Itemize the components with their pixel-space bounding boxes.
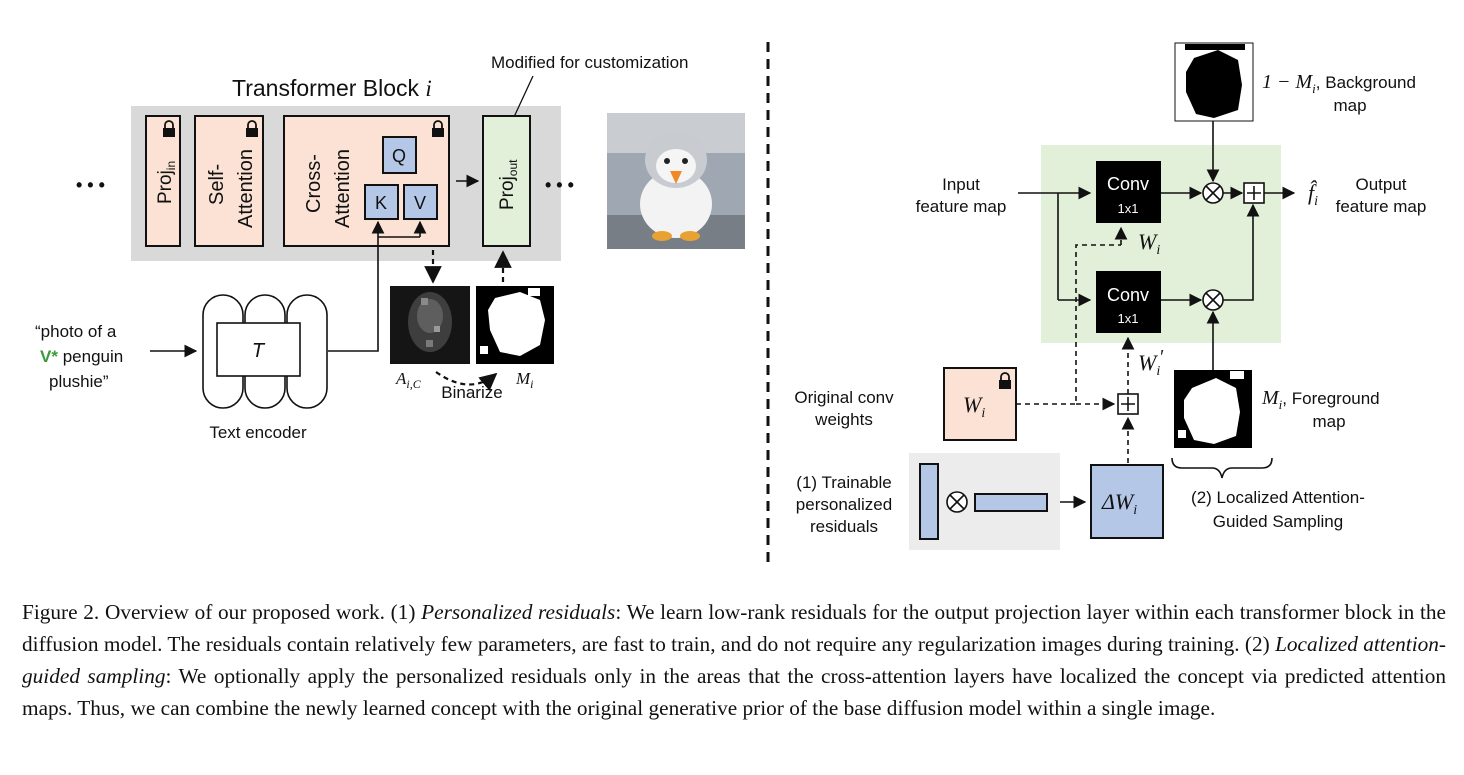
trainable-label-line1: (1) Trainable — [796, 473, 891, 492]
lags-label-line2: Guided Sampling — [1213, 512, 1343, 531]
cross-attention-label-line1: Cross- — [303, 154, 325, 213]
conv-bottom — [1096, 271, 1161, 333]
lock-icon — [246, 120, 258, 137]
input-label-line1: Input — [942, 175, 980, 194]
original-weights-symbol: Wi — [963, 392, 985, 421]
caption-term2: Localized attention-guided sampling — [22, 632, 1447, 688]
proj-out-layer — [482, 115, 531, 247]
caption-figure-label: Figure 2. — [22, 600, 100, 624]
ellipsis-right: • • • — [545, 175, 574, 195]
key-box — [364, 184, 399, 220]
modified-note-pointer — [513, 75, 534, 118]
lock-icon — [999, 372, 1011, 389]
background-map-label: 1 − Mi, Background — [1262, 71, 1416, 96]
foreground-map-label: Mi, Foreground — [1261, 387, 1380, 412]
attention-map-image — [390, 286, 470, 364]
binary-mask-image — [476, 286, 554, 364]
prompt-line3: plushie” — [49, 372, 109, 391]
output-symbol: f̂i — [1308, 180, 1318, 209]
caption-text2: : We optionally apply the personalized r… — [22, 664, 1447, 720]
left-panel: Transformer Block i Modified for customi… — [35, 53, 745, 442]
conv-top-size: 1x1 — [1118, 201, 1139, 216]
add-weights-icon — [1117, 393, 1139, 415]
lock-icon — [432, 120, 444, 137]
trainable-label-line2: personalized — [796, 495, 892, 514]
output-label-line2: feature map — [1336, 197, 1427, 216]
input-label-line2: feature map — [916, 197, 1007, 216]
multiply-top-icon — [1202, 182, 1224, 204]
w-prime-label: Wi′ — [1138, 347, 1164, 379]
query-label: Q — [392, 146, 406, 166]
original-weights-label-line1: Original conv — [794, 388, 894, 407]
caption-term1: Personalized residuals — [421, 600, 616, 624]
text-encoder: T — [202, 294, 328, 409]
method-overview-figure: Transformer Block i Modified for customi… — [35, 42, 1427, 565]
delta-w-symbol: ΔWi — [1101, 489, 1137, 518]
key-label: K — [375, 193, 387, 213]
value-box — [403, 184, 438, 220]
binarize-label: Binarize — [441, 383, 502, 402]
add-output-icon — [1243, 182, 1265, 204]
prompt-line1: “photo of a — [35, 322, 117, 341]
caption-text1: : We learn low-rank residuals for the ou… — [22, 600, 1446, 656]
mask-label: Mi — [515, 369, 534, 391]
output-label-line1: Output — [1355, 175, 1406, 194]
residual-column-vector — [919, 463, 939, 540]
w-label: Wi — [1138, 229, 1160, 258]
conv-bottom-size: 1x1 — [1118, 311, 1139, 326]
right-panel: 1 − Mi, Background map Input feature map… — [794, 42, 1427, 550]
value-label: V — [414, 193, 426, 213]
self-attention-layer — [194, 115, 264, 247]
self-attention-label-line2: Attention — [235, 149, 257, 228]
lags-label-line1: (2) Localized Attention- — [1191, 488, 1365, 507]
delta-w-box — [1090, 464, 1164, 539]
cross-attention-label-line2: Attention — [332, 149, 354, 228]
text-encoder-label: Text encoder — [209, 423, 307, 442]
foreground-map-desc-line2: map — [1312, 412, 1345, 431]
proj-in-label: Projin — [155, 161, 178, 204]
modified-note: Modified for customization — [491, 53, 688, 72]
original-weights-label-line2: weights — [814, 410, 873, 429]
transformer-block-title: Transformer Block i — [232, 75, 432, 101]
prompt-line2: V* penguin — [40, 347, 123, 366]
proj-in-layer — [145, 115, 181, 247]
figure-caption: Figure 2. Overview of our proposed work.… — [22, 596, 1446, 724]
conv-top — [1096, 161, 1161, 223]
residual-row-vector — [974, 493, 1048, 512]
brace — [1171, 457, 1273, 479]
foreground-map-image — [1174, 370, 1252, 448]
ellipsis-left: • • • — [76, 175, 105, 195]
dashed-weights-to-conv-top — [1016, 244, 1121, 405]
conv-top-title: Conv — [1107, 174, 1149, 194]
proj-out-label: Projout — [497, 159, 520, 210]
self-attention-label-line1: Self- — [206, 164, 228, 205]
background-map-image — [1174, 42, 1254, 122]
query-box — [382, 136, 417, 174]
encoder-to-kv-line — [328, 237, 379, 352]
attention-map-label: Ai,C — [395, 369, 422, 391]
svg-text:T: T — [252, 340, 266, 362]
outer-product-icon — [946, 491, 968, 513]
lock-icon — [163, 120, 175, 137]
penguin-photo — [607, 113, 745, 249]
multiply-bottom-icon — [1202, 289, 1224, 311]
caption-intro: Overview of our proposed work. (1) — [104, 600, 416, 624]
conv-bottom-title: Conv — [1107, 285, 1149, 305]
prompt-token: V* — [40, 347, 58, 366]
background-map-desc-line2: map — [1333, 96, 1366, 115]
trainable-label-line3: residuals — [810, 517, 878, 536]
